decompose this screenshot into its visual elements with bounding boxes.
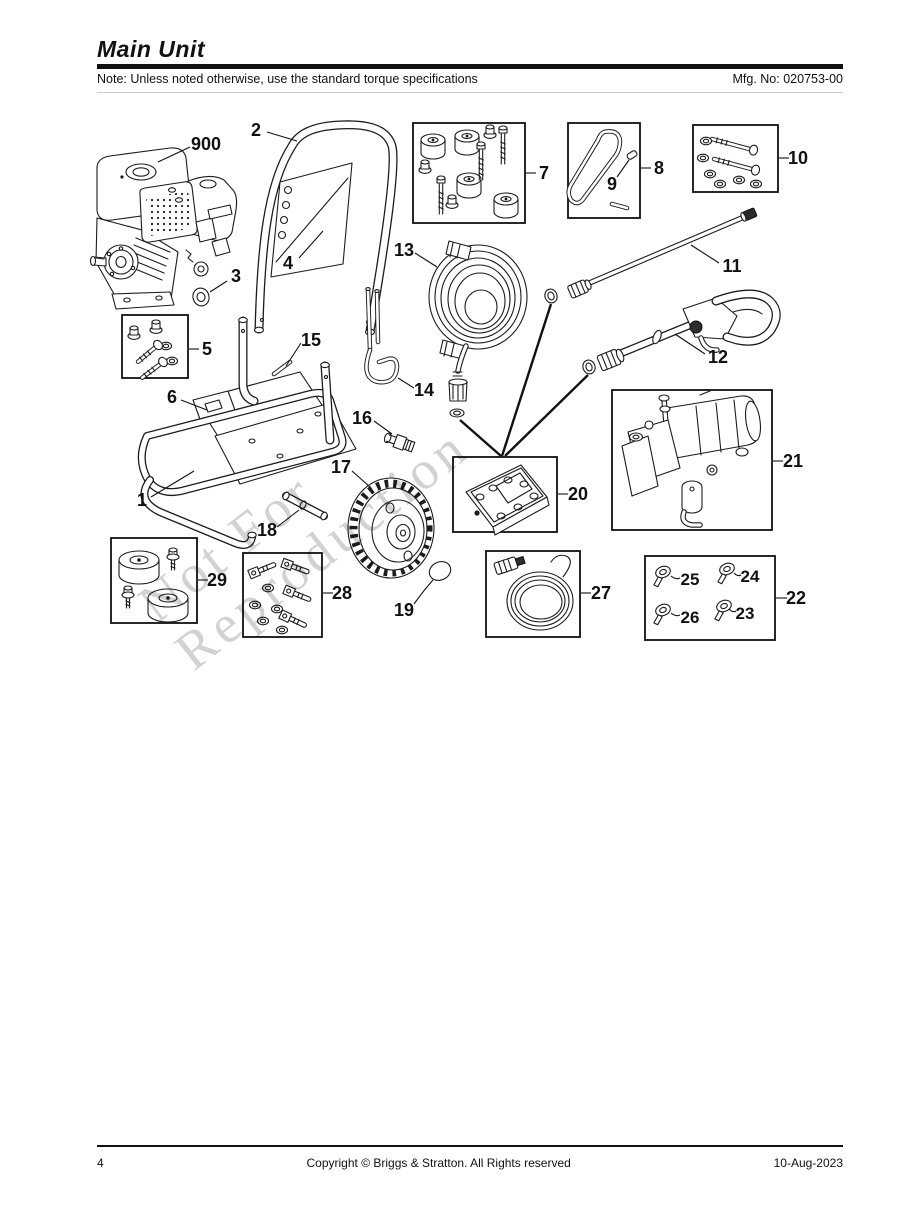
part-wheel-17: 17 xyxy=(331,457,435,579)
part-pin-15: 15 xyxy=(271,330,321,377)
page-number: 4 xyxy=(97,1156,104,1170)
callout-5: 5 xyxy=(202,339,212,359)
part-kit-10: 10 xyxy=(692,124,808,193)
callout-24: 24 xyxy=(741,567,760,586)
callout-2: 2 xyxy=(251,120,261,140)
footer-row: 4 Copyright © Briggs & Stratton. All Rig… xyxy=(97,1156,843,1170)
part-axle-18: 18 xyxy=(257,491,328,540)
part-hose-13: 13 xyxy=(394,240,528,418)
part-orings xyxy=(459,286,598,457)
part-hook-8: 9 8 xyxy=(566,122,664,219)
part-pump-21: 21 xyxy=(611,389,803,531)
header-note-row: Note: Unless noted otherwise, use the st… xyxy=(97,72,843,93)
callout-13: 13 xyxy=(394,240,414,260)
callout-21: 21 xyxy=(783,451,803,471)
callout-15: 15 xyxy=(301,330,321,350)
mfg-number: Mfg. No: 020753-00 xyxy=(732,72,844,86)
page-title: Main Unit xyxy=(97,36,205,62)
part-frame: 6 1 xyxy=(137,316,357,549)
part-kit-22: 25 24 26 23 22 xyxy=(644,555,806,641)
header-rule xyxy=(97,64,843,69)
callout-22: 22 xyxy=(786,588,806,608)
part-gun-12: 12 xyxy=(596,289,781,372)
callout-1: 1 xyxy=(137,490,147,510)
part-kit-7: 7 xyxy=(412,122,549,224)
callout-8: 8 xyxy=(654,158,664,178)
callout-28: 28 xyxy=(332,583,352,603)
part-hubcap-19: 19 xyxy=(394,561,452,620)
callout-10: 10 xyxy=(788,148,808,168)
part-kit-29: 29 xyxy=(110,537,227,624)
callout-26: 26 xyxy=(681,608,700,627)
callout-20: 20 xyxy=(568,484,588,504)
callout-3: 3 xyxy=(231,266,241,286)
part-kit-20: 20 xyxy=(452,456,588,536)
callout-18: 18 xyxy=(257,520,277,540)
callout-19: 19 xyxy=(394,600,414,620)
callout-4: 4 xyxy=(283,253,293,273)
callout-25: 25 xyxy=(681,570,700,589)
callout-6: 6 xyxy=(167,387,177,407)
callout-29: 29 xyxy=(207,570,227,590)
callout-11: 11 xyxy=(722,256,741,276)
part-fitting-16: 16 xyxy=(352,408,416,453)
callout-12: 12 xyxy=(708,347,728,367)
footer-date: 10-Aug-2023 xyxy=(773,1156,843,1170)
callout-9: 9 xyxy=(607,174,617,194)
part-wand-11: 11 xyxy=(567,207,758,299)
part-hook-14: 14 xyxy=(364,287,434,400)
part-kit-28: 28 xyxy=(242,552,352,638)
callout-17: 17 xyxy=(331,457,351,477)
part-siphon-27: 27 xyxy=(485,550,611,638)
callout-14: 14 xyxy=(414,380,434,400)
callout-7: 7 xyxy=(539,163,549,183)
part-handle: 2 4 xyxy=(251,120,398,336)
torque-note: Note: Unless noted otherwise, use the st… xyxy=(97,72,478,86)
footer-rule xyxy=(97,1145,843,1147)
part-washer-3: 3 xyxy=(192,266,241,307)
footer-copyright: Copyright © Briggs & Stratton. All Right… xyxy=(306,1156,571,1170)
callout-16: 16 xyxy=(352,408,372,428)
part-kit-5: 5 xyxy=(121,314,212,380)
callout-23: 23 xyxy=(736,604,755,623)
callout-27: 27 xyxy=(591,583,611,603)
callout-900: 900 xyxy=(191,134,221,154)
part-engine: 900 xyxy=(89,134,238,310)
